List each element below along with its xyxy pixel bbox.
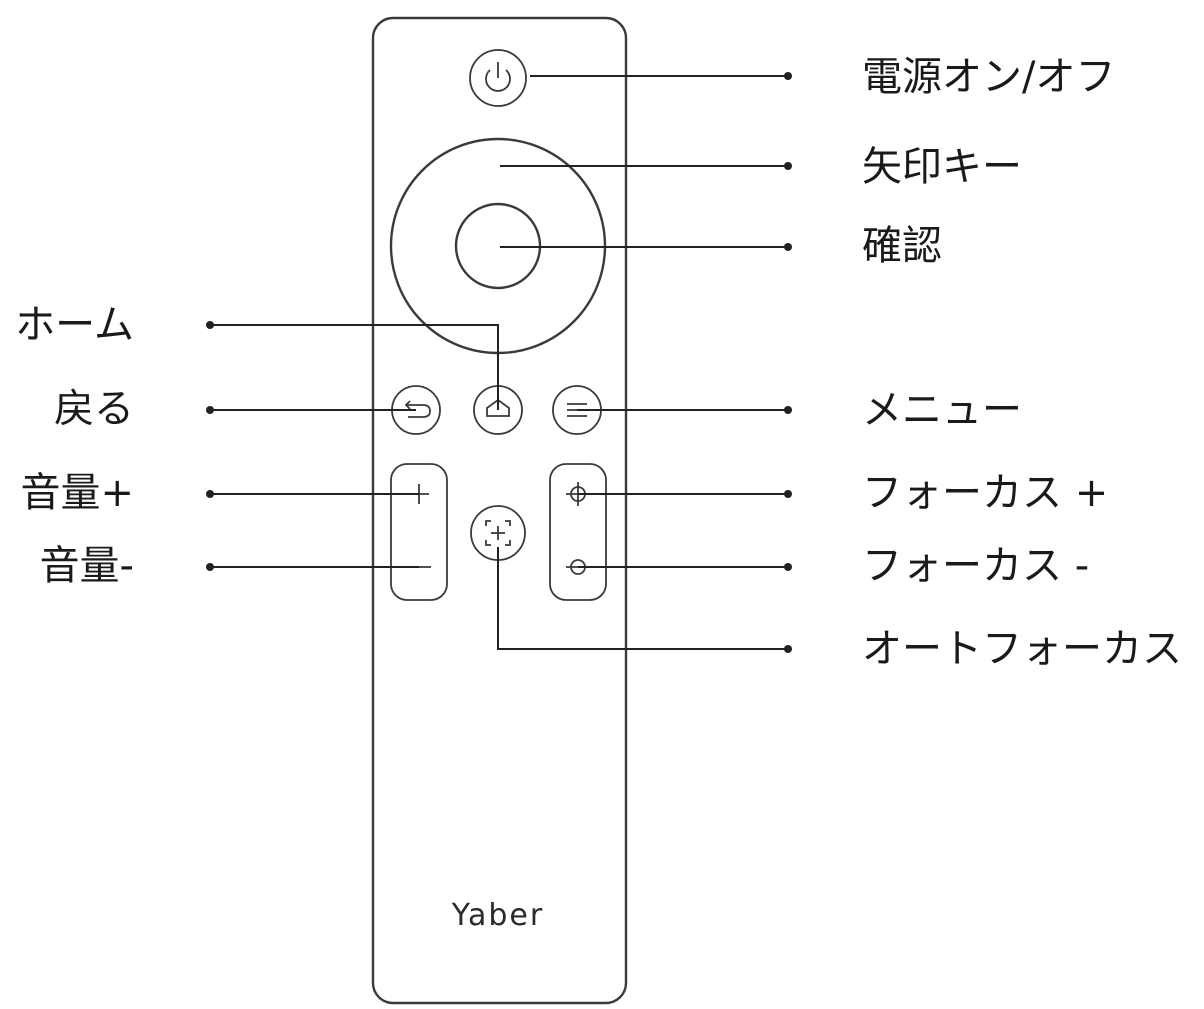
focus-rocker[interactable] <box>549 463 607 601</box>
label-auto-focus: オートフォーカス <box>862 626 1182 672</box>
leader-back <box>206 406 416 414</box>
leader-volume-up <box>206 490 419 498</box>
auto-focus-icon <box>485 520 511 546</box>
label-focus-minus: フォーカス - <box>862 543 1089 589</box>
label-arrow-keys: 矢印キー <box>862 144 1022 190</box>
power-button[interactable] <box>469 49 527 107</box>
brand-logo: Yaber <box>451 898 544 933</box>
volume-rocker[interactable] <box>390 463 448 601</box>
label-power: 電源オン/オフ <box>862 54 1115 100</box>
label-menu: メニュー <box>862 387 1022 433</box>
leader-home <box>206 321 499 410</box>
home-icon <box>486 398 510 417</box>
label-back: 戻る <box>54 386 134 432</box>
label-confirm: 確認 <box>862 223 942 269</box>
power-icon <box>485 62 511 92</box>
label-volume-down: 音量- <box>40 543 134 589</box>
leader-confirm <box>500 243 792 251</box>
leader-power <box>530 72 792 80</box>
leader-volume-down <box>206 563 419 571</box>
remote-body <box>371 16 628 1005</box>
leader-arrow-keys <box>500 162 792 170</box>
label-focus-plus: フォーカス + <box>862 470 1108 516</box>
label-volume-up: 音量+ <box>20 470 134 516</box>
leader-auto-focus <box>497 547 792 653</box>
back-arrow-icon <box>404 400 431 418</box>
leader-focus-minus <box>578 563 792 571</box>
leader-menu <box>577 406 792 414</box>
label-home: ホーム <box>15 302 134 348</box>
leader-focus-plus <box>578 490 792 498</box>
